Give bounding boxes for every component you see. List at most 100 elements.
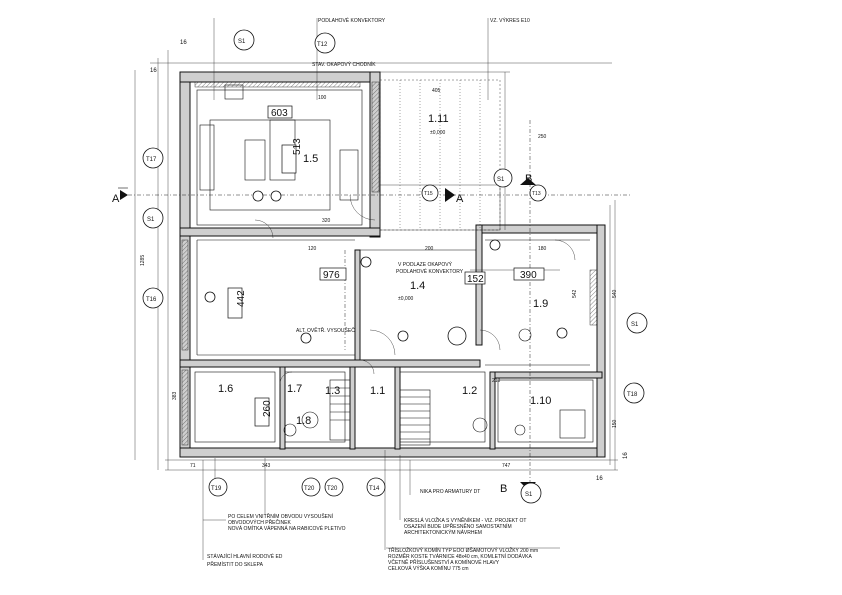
svg-text:T20: T20 <box>304 486 315 492</box>
svg-text:S1: S1 <box>631 322 639 328</box>
room-1-11-label: 1.11 <box>428 113 449 125</box>
marker-t19: T19 <box>208 477 228 497</box>
svg-text:T12: T12 <box>317 42 328 48</box>
marker-t15: T15 <box>421 184 439 202</box>
note-gutter: STAV. OKAPOVÝ CHODNÍK <box>312 61 376 68</box>
note-chimney-1: TŘÍSLOŽKOVÝ KOMÍN TYP EOO ØŠAMOTOVÝ VLOŽ… <box>388 546 538 554</box>
note-roof-2: OSAZENÍ BUDE UPŘESNĚNO SAMOSTATNÍM <box>404 522 512 530</box>
note-roof-3: ARCHITEKTONICKÝM NÁVRHEM <box>404 529 482 536</box>
note-floor-convector-1: V PODLAZE OKAPOVÝ <box>398 261 453 268</box>
room-1-6-label: 1.6 <box>218 383 233 395</box>
section-b-top: B <box>525 173 532 185</box>
note-top-outlet: VZ. VÝKRES E10 <box>490 17 530 24</box>
marker-s1-bottom: S1 <box>520 482 542 504</box>
svg-text:T19: T19 <box>211 486 222 492</box>
room-1-2-label: 1.2 <box>462 385 477 397</box>
marker-t17: T17 <box>142 147 164 169</box>
room-442-area: 442 <box>236 290 247 307</box>
dim-71: 71 <box>190 463 196 469</box>
room-1-1-label: 1.1 <box>370 385 385 397</box>
svg-text:T20: T20 <box>327 486 338 492</box>
dim-383: 383 <box>172 391 178 400</box>
room-1-4-label: 1.4 <box>410 280 425 292</box>
hatch-areas <box>181 81 598 446</box>
marker-t13: T13 <box>529 184 547 202</box>
dimension-frame <box>134 50 618 471</box>
marker-t12: T12 <box>314 32 336 54</box>
note-slab-3: NOVÁ OMÍTKA VÁPENNÁ NA RABICOVÉ PLETIVO <box>228 525 346 532</box>
note-chimney-2: ROZMĚR KOSTE TVÁRNICE 48x40 cm, KOMLETNÍ… <box>388 552 532 560</box>
section-a-left: A <box>112 193 120 205</box>
svg-text:T18: T18 <box>627 392 638 398</box>
note-top-convector: PODLAHOVÉ KONVEKTORY <box>318 17 386 24</box>
note-chimney-4: CELKOVÁ VÝŠKA KOMÍNU 775 cm <box>388 565 469 572</box>
dim-150: 150 <box>612 419 618 428</box>
dim-100: 100 <box>318 95 327 101</box>
note-slab-2: OBVODOVÝCH PŘEČINEK <box>228 518 291 526</box>
svg-text:T15: T15 <box>424 191 433 197</box>
dim-1285: 1285 <box>140 255 146 266</box>
marker-t16: T16 <box>142 287 164 309</box>
dim-250: 250 <box>538 134 547 140</box>
terrace-area <box>379 79 501 231</box>
marker-s1-left: S1 <box>142 207 164 229</box>
dim-747: 747 <box>502 463 511 469</box>
dim-210: 210 <box>492 378 501 384</box>
room-1-5-label: 1.5 <box>303 153 318 165</box>
room-1-6-area: 260 <box>262 400 273 417</box>
note-slab-1: PO CELEM VNITŘNÍM OBVODU VYSOUŠENÍ <box>228 512 334 520</box>
room-1-9-label: 1.9 <box>533 298 548 310</box>
dim-16-c: 16 <box>596 476 603 482</box>
room-1-5-area: 513 <box>292 138 303 155</box>
svg-text:T17: T17 <box>146 157 157 163</box>
section-a-mid: A <box>456 193 464 205</box>
dim-320: 320 <box>322 218 331 224</box>
riser-markers <box>204 190 568 346</box>
note-niche: NIKA PRO ARMATURY DT <box>420 489 480 495</box>
dim-120: 120 <box>308 246 317 252</box>
dim-542: 542 <box>572 289 578 298</box>
interior-lines <box>128 18 630 560</box>
dim-16-a: 16 <box>180 40 187 46</box>
room-labels: 1.5 513 603 1.11 ±0,000 976 1.4 ±0,000 3… <box>218 105 551 427</box>
note-stair-1: STÁVAJÍCÍ HLAVNÍ RODOVÉ ED <box>207 553 283 560</box>
marker-t20-a: T20 <box>301 477 321 497</box>
svg-text:S1: S1 <box>238 39 246 45</box>
stairs <box>329 379 431 446</box>
room-1-4-level: ±0,000 <box>398 296 413 302</box>
dimensions: 16 16 16 16 405 1285 250 100 120 200 180… <box>140 40 629 482</box>
note-stair-2: PŘEMÍSTIT DO SKLEPA <box>207 560 264 568</box>
note-ventilation: ALT. OVĚTŘ. VYSOUŠEČ <box>296 326 355 334</box>
note-chimney-3: VČETNĚ PŘÍSLUŠENSTVÍ A KOMÍNOVÉ HLAVY <box>388 558 500 566</box>
room-1-7-label: 1.7 <box>287 383 302 395</box>
room-1-11-level: ±0,000 <box>430 130 445 136</box>
room-1-5-box: 603 <box>271 108 288 119</box>
svg-text:T13: T13 <box>532 191 541 197</box>
room-1-10-label: 1.10 <box>530 395 551 407</box>
dim-343: 343 <box>262 463 271 469</box>
dim-16-b: 16 <box>150 68 157 74</box>
section-b-bottom: B <box>500 483 507 495</box>
dim-180: 180 <box>538 246 547 252</box>
svg-text:S1: S1 <box>525 492 533 498</box>
svg-text:T14: T14 <box>369 486 380 492</box>
room-152-area: 152 <box>467 274 484 285</box>
dim-200: 200 <box>425 246 434 252</box>
dim-405: 405 <box>432 88 441 94</box>
svg-text:S1: S1 <box>497 177 505 183</box>
marker-s1-b: S1 <box>493 168 513 188</box>
svg-text:T16: T16 <box>146 297 157 303</box>
room-1-8-label: 1.8 <box>296 415 311 427</box>
note-floor-convector-2: PODLAHOVÉ KONVEKTORY <box>396 268 464 275</box>
room-1-9-area: 390 <box>520 270 537 281</box>
room-1-4-area: 976 <box>323 270 340 281</box>
note-roof-1: KRESLÁ VLOŽKA S VYNĚNÍKEM - VIZ. PROJEKT… <box>404 516 526 524</box>
dim-540: 540 <box>612 289 618 298</box>
marker-t14: T14 <box>366 477 386 497</box>
annotations: PODLAHOVÉ KONVEKTORY VZ. VÝKRES E10 STAV… <box>203 17 560 572</box>
room-1-3-label: 1.3 <box>325 385 340 397</box>
marker-s1-top: S1 <box>233 29 255 51</box>
dim-16-d: 16 <box>623 452 629 459</box>
svg-text:S1: S1 <box>147 217 155 223</box>
